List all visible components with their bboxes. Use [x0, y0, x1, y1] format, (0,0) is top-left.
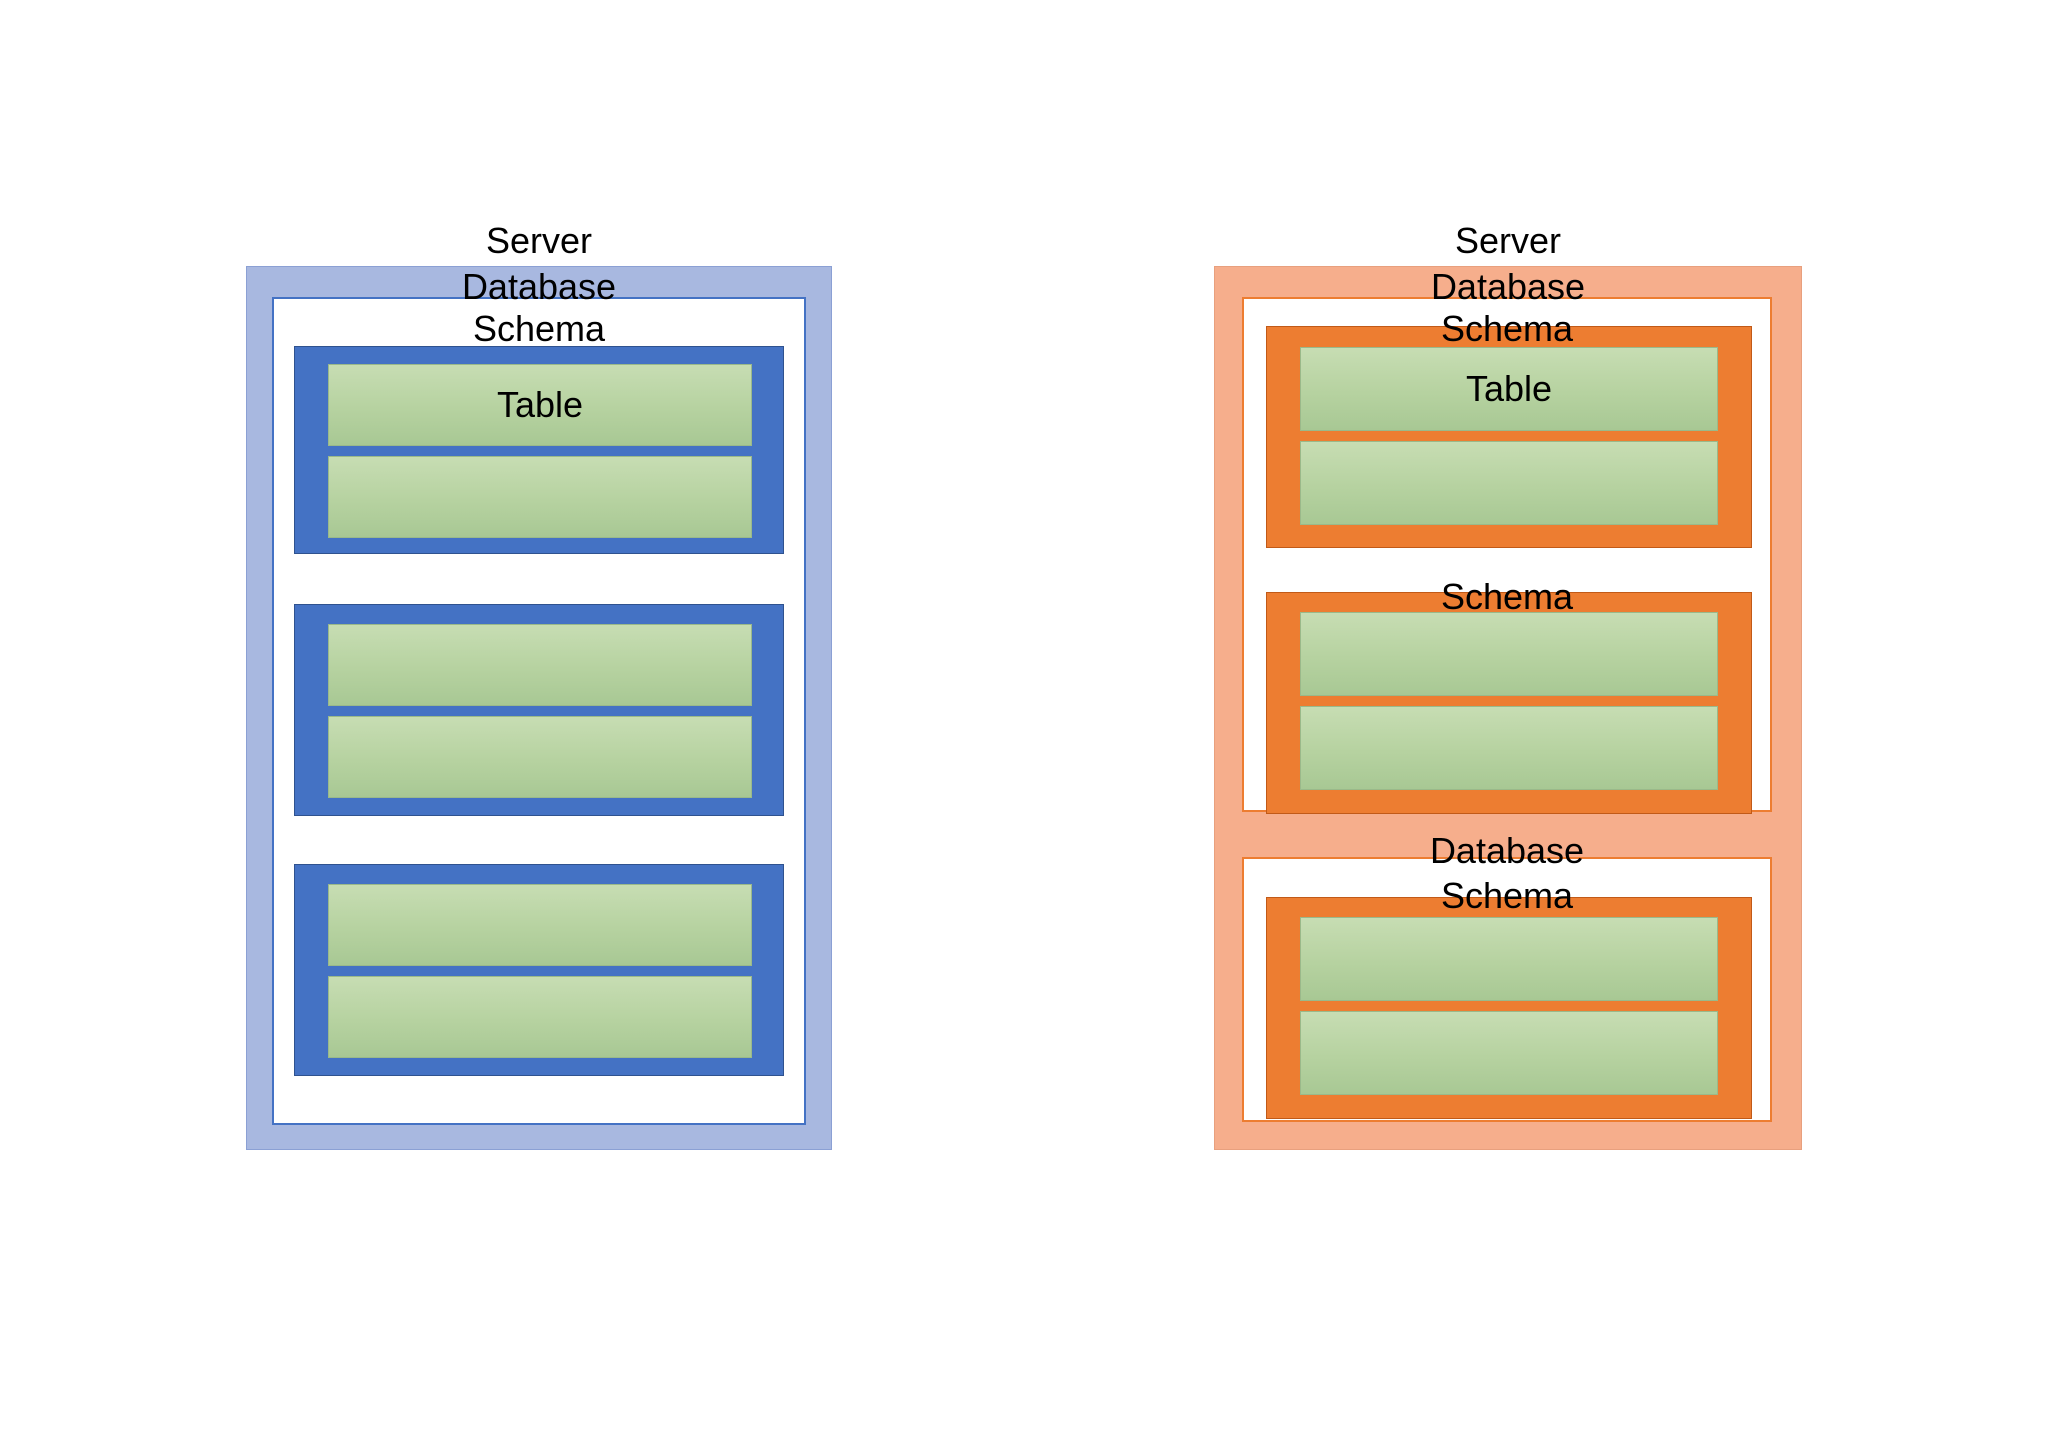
- right-table-1-2: [1300, 441, 1718, 525]
- left-table-3-1: [328, 884, 752, 966]
- right-table-2-1: [1300, 612, 1718, 696]
- left-table-3-2: [328, 976, 752, 1058]
- right-table-1-1: Table: [1300, 347, 1718, 431]
- right-table-label: Table: [1465, 368, 1553, 409]
- left-table-1-2: [328, 456, 752, 538]
- left-table-1-1: Table: [328, 364, 752, 446]
- right-table-3-2: [1300, 1011, 1718, 1095]
- left-table-2-1: [328, 624, 752, 706]
- left-table-label: Table: [496, 384, 584, 425]
- right-table-2-2: [1300, 706, 1718, 790]
- left-server-label: Server: [485, 220, 593, 261]
- left-table-2-2: [328, 716, 752, 798]
- right-server-label: Server: [1454, 220, 1562, 261]
- right-table-3-1: [1300, 917, 1718, 1001]
